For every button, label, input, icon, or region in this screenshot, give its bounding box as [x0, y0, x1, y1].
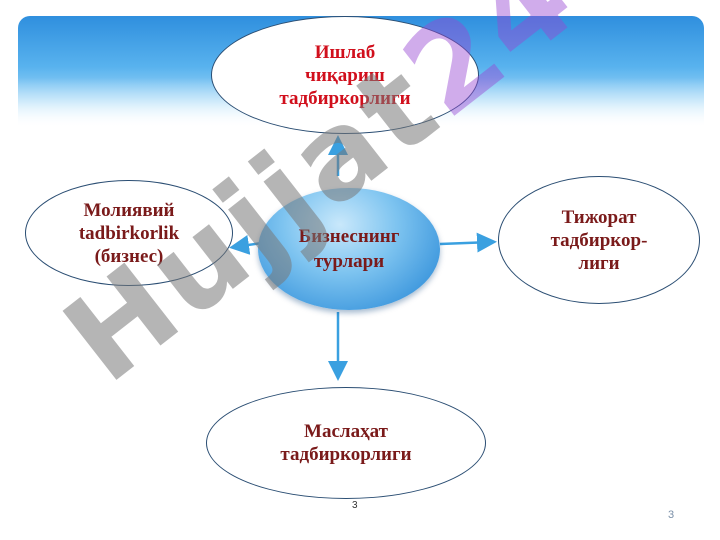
arrow-to-left [229, 234, 263, 255]
node-production-line3: тадбиркорлиги [279, 87, 411, 109]
node-financial-line2: tadbirkorlik [78, 222, 180, 244]
node-financial-line3: (бизнес) [94, 245, 164, 267]
node-consulting-line1: Маслаҳат [304, 421, 388, 442]
slide-number-right: 3 [668, 509, 675, 521]
node-financial: Молиявий tadbirkorlik (бизнес) [25, 180, 233, 286]
node-consulting: Маслаҳат тадбиркорлиги [206, 387, 486, 499]
slide-number-center: 3 [352, 500, 358, 511]
node-production-line2: чиқариш [305, 64, 385, 86]
node-consulting-line2: тадбиркорлиги [280, 444, 412, 465]
node-commercial-line3: лиги [578, 252, 620, 274]
node-commercial: Тижорат тадбиркор- лиги [498, 176, 700, 304]
node-production: Ишлаб чиқариш тадбиркорлиги [211, 16, 479, 134]
node-center-line1: Бизнеснинг [298, 226, 400, 247]
node-production-line1: Ишлаб [314, 41, 376, 63]
node-financial-line1: Молиявий [83, 199, 175, 221]
node-business-types: Бизнеснинг турлари [258, 188, 440, 310]
arrow-to-right [439, 232, 497, 253]
node-commercial-line2: тадбиркор- [550, 229, 648, 251]
node-center-line2: турлари [313, 251, 385, 272]
node-commercial-line1: Тижорат [561, 206, 637, 228]
